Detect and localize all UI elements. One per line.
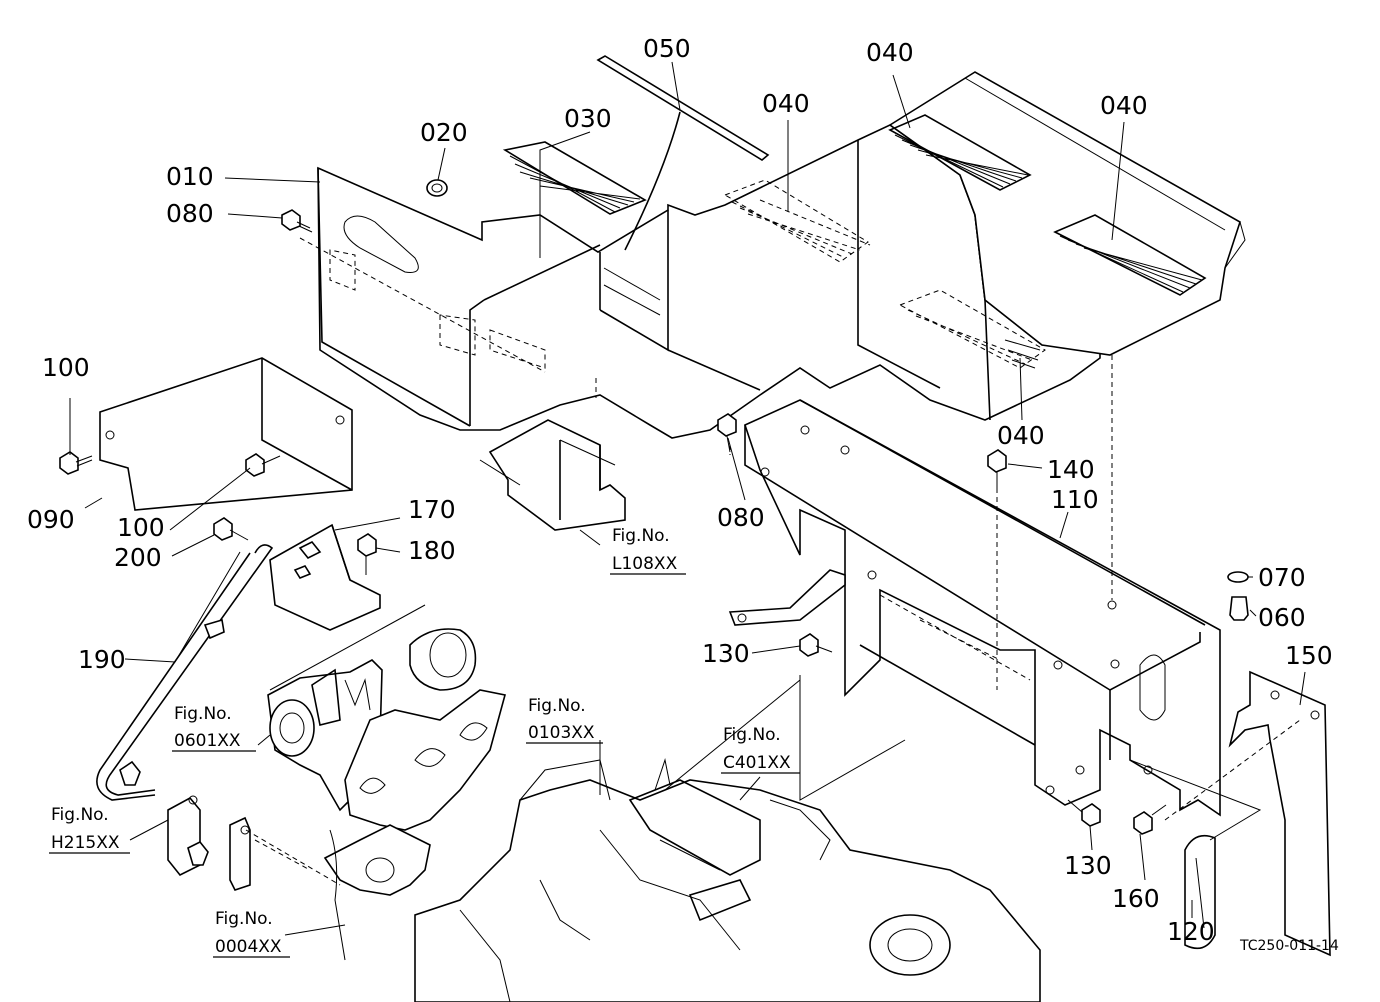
fig-ref-h215: Fig.No. H215XX: [49, 805, 130, 854]
part-label-200: 200: [114, 543, 162, 572]
bolt-140: [987, 449, 1007, 488]
plate-150: [1228, 670, 1331, 957]
svg-text:Fig.No.: Fig.No.: [51, 805, 109, 825]
part-label-020: 020: [420, 118, 468, 147]
part-label-040-center: 040: [762, 89, 810, 118]
svg-text:H215XX: H215XX: [51, 833, 120, 853]
svg-text:0004XX: 0004XX: [215, 937, 282, 957]
fig-ref-0103: Fig.No. 0103XX: [526, 696, 603, 744]
bolt-180: [357, 533, 377, 575]
bolt-080-left: [281, 209, 313, 233]
fig-ref-c401: Fig.No. C401XX: [721, 725, 800, 774]
svg-text:Fig.No.: Fig.No.: [215, 909, 273, 929]
part-label-010: 010: [166, 162, 214, 191]
part-label-070: 070: [1258, 563, 1306, 592]
step-mats: [502, 114, 1207, 369]
figure-references: Fig.No. L108XX Fig.No. 0601XX Fig.No. 01…: [49, 526, 800, 958]
part-label-090: 090: [27, 505, 75, 534]
bolt-080-center: [717, 413, 737, 453]
part-label-100-left: 100: [42, 353, 90, 382]
part-label-130-upper: 130: [702, 639, 750, 668]
part-label-130-lower: 130: [1064, 851, 1112, 880]
diagram-code: TC250-011-14: [1239, 938, 1339, 954]
svg-text:L108XX: L108XX: [612, 554, 678, 574]
svg-text:0103XX: 0103XX: [528, 723, 595, 743]
part-label-180: 180: [408, 536, 456, 565]
fig-ref-0004: Fig.No. 0004XX: [213, 909, 290, 958]
part-label-190: 190: [78, 645, 126, 674]
svg-text:Fig.No.: Fig.No.: [528, 696, 586, 716]
bolt-200: [213, 517, 249, 541]
bolt-100-left: [59, 451, 93, 475]
side-cover-090: [99, 357, 353, 511]
part-label-170: 170: [408, 495, 456, 524]
part-label-030: 030: [564, 104, 612, 133]
part-label-150: 150: [1285, 641, 1333, 670]
engine-block: [267, 604, 1041, 1002]
frame-110: [744, 399, 1221, 817]
nut-060: [1229, 596, 1249, 621]
part-label-050: 050: [643, 34, 691, 63]
rod-190: [96, 544, 274, 801]
fig-ref-0601: Fig.No. 0601XX: [172, 704, 256, 752]
part-label-060: 060: [1258, 603, 1306, 632]
part-label-040-lower: 040: [997, 421, 1045, 450]
bolt-130-upper: [799, 633, 833, 657]
bracket-h215: [119, 760, 251, 891]
svg-text:Fig.No.: Fig.No.: [723, 725, 781, 745]
part-label-120: 120: [1167, 917, 1215, 946]
svg-text:Fig.No.: Fig.No.: [174, 704, 232, 724]
part-label-040-right: 040: [1100, 91, 1148, 120]
fig-ref-l108: Fig.No. L108XX: [610, 526, 686, 575]
svg-text:0601XX: 0601XX: [174, 731, 241, 751]
part-label-140: 140: [1047, 455, 1095, 484]
washer-070: [1227, 571, 1249, 583]
svg-text:C401XX: C401XX: [723, 753, 791, 773]
part-label-110: 110: [1051, 485, 1099, 514]
part-label-160: 160: [1112, 884, 1160, 913]
part-label-080-center: 080: [717, 503, 765, 532]
part-labels: 050 040 040 040 040 030 020 010 080 100 …: [27, 34, 1333, 946]
seal-strip-050: [596, 55, 770, 161]
leader-lines: [69, 61, 1306, 936]
part-label-080-left: 080: [166, 199, 214, 228]
step-floor-panel: [317, 124, 1101, 439]
svg-text:Fig.No.: Fig.No.: [612, 526, 670, 546]
drawing-linework: [59, 55, 1331, 1002]
bolt-100-lower: [245, 453, 281, 477]
bolt-160: [1133, 804, 1167, 835]
part-label-100-lower: 100: [117, 513, 165, 542]
bolt-130-lower: [1067, 799, 1101, 827]
part-label-040-top: 040: [866, 38, 914, 67]
